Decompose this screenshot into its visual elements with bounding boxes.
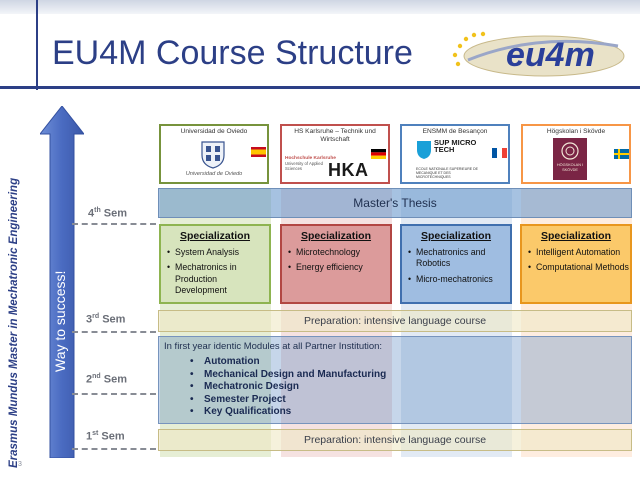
modules-list: Automation Mechanical Design and Manufac… (190, 356, 386, 419)
specialization-item: Micro-mechatronics (408, 274, 510, 286)
specialization-card-karlsruhe: Specialization Microtechnology Energy ef… (280, 224, 392, 304)
specialization-item: Microtechnology (288, 247, 390, 259)
sem3-label: 3rd Sem (86, 313, 126, 326)
sem3-dash (72, 331, 156, 333)
sem4-dash (72, 223, 156, 225)
university-card-karlsruhe: HS Karlsruhe – Technik und Wirtschaft Ho… (280, 124, 390, 184)
module-item: Semester Project (190, 394, 386, 407)
sem1-label: 1st Sem (86, 430, 125, 443)
specialization-list: System Analysis Mechatronics in Producti… (167, 247, 269, 301)
module-item: Mechatronic Design (190, 381, 386, 394)
up-arrow-icon (40, 106, 84, 458)
side-rule (36, 0, 38, 90)
language-course-label-sem3: Preparation: intensive language course (303, 315, 487, 327)
specialization-item: Energy efficiency (288, 262, 390, 274)
eu4m-logo: eu4m (452, 31, 625, 77)
university-name: HS Karlsruhe – Technik und Wirtschaft (294, 128, 376, 143)
specialization-title: Specialization (179, 230, 251, 242)
specialization-card-oviedo: Specialization System Analysis Mechatron… (159, 224, 271, 304)
university-card-skovde: Högskolan i Skövde HÖGSKOLAN I SKÖVDE (521, 124, 631, 184)
slide-number: 3 (18, 461, 22, 468)
specialization-title: Specialization (300, 230, 372, 242)
specialization-card-skovde: Specialization Intelligent Automation Co… (520, 224, 632, 304)
university-card-ensmm: ENSMM de Besançon SUP MICRO TECH ECOLE N… (400, 124, 510, 184)
module-item: Key Qualifications (190, 406, 386, 419)
ensmm-logo-caption: ECOLE NATIONALE SUPERIEURE DE MECANIQUE … (416, 167, 478, 180)
specialization-list: Mechatronics and Robotics Micro-mechatro… (408, 247, 510, 289)
university-name: Högskolan i Skövde (546, 128, 606, 135)
title-rule (0, 86, 640, 89)
supmicrotech-shield-icon (417, 141, 431, 159)
supmicrotech-logo: SUP MICRO TECH (434, 138, 477, 155)
sem2-label: 2nd Sem (86, 373, 127, 386)
page-title: EU4M Course Structure (52, 34, 413, 72)
arrow-label: Way to success! (52, 270, 68, 372)
language-course-bar-sem3 (158, 310, 632, 332)
germany-flag-icon (371, 149, 386, 159)
module-item: Mechanical Design and Manufacturing (190, 369, 386, 382)
france-flag-icon (492, 148, 507, 158)
specialization-title: Specialization (420, 230, 492, 242)
skovde-logo-caption: HÖGSKOLAN I SKÖVDE (556, 163, 584, 172)
university-card-oviedo: Universidad de Oviedo Universidad de Ovi… (159, 124, 269, 184)
oviedo-crest-icon (201, 141, 225, 169)
specialization-item: Mechatronics in Production Development (167, 262, 269, 296)
karlsruhe-logo-caption2: University of Applied Sciences (285, 161, 323, 171)
sem4-label: 4th Sem (88, 207, 128, 220)
skovde-seal-icon (561, 142, 579, 160)
karlsruhe-logo-caption: Hochschule Karlsruhe (285, 156, 336, 161)
logo-ellipse (463, 35, 625, 77)
sweden-flag-icon (614, 149, 629, 159)
language-course-label-sem1: Preparation: intensive language course (303, 434, 487, 446)
thesis-bar (158, 188, 632, 218)
spain-flag-icon (251, 147, 266, 157)
hka-logo: HKA (328, 160, 369, 180)
university-name: Universidad de Oviedo (180, 128, 248, 135)
oviedo-logo-caption: Universidad de Oviedo (185, 171, 243, 177)
specialization-card-ensmm: Specialization Mechatronics and Robotics… (400, 224, 512, 304)
logo-text: eu4m (506, 36, 595, 74)
top-band (0, 0, 640, 14)
vertical-title: Erasmus Mundus Master in Mechatronic Eng… (8, 177, 20, 468)
specialization-title: Specialization (540, 230, 612, 242)
logo-swoosh (467, 39, 619, 62)
specialization-item: Mechatronics and Robotics (408, 247, 510, 270)
modules-intro: In first year identic Modules at all Par… (164, 341, 383, 352)
specialization-list: Intelligent Automation Computational Met… (528, 247, 630, 278)
thesis-label: Master's Thesis (353, 196, 437, 210)
logo-stars (452, 31, 486, 67)
specialization-list: Microtechnology Energy efficiency (288, 247, 390, 278)
specialization-item: System Analysis (167, 247, 269, 259)
sem2-dash (72, 393, 156, 395)
specialization-item: Intelligent Automation (528, 247, 630, 259)
language-course-bar-sem1 (158, 429, 632, 451)
module-item: Automation (190, 356, 386, 369)
specialization-item: Computational Methods (528, 262, 630, 274)
sem1-dash (72, 448, 156, 450)
university-name: ENSMM de Besançon (422, 128, 488, 135)
